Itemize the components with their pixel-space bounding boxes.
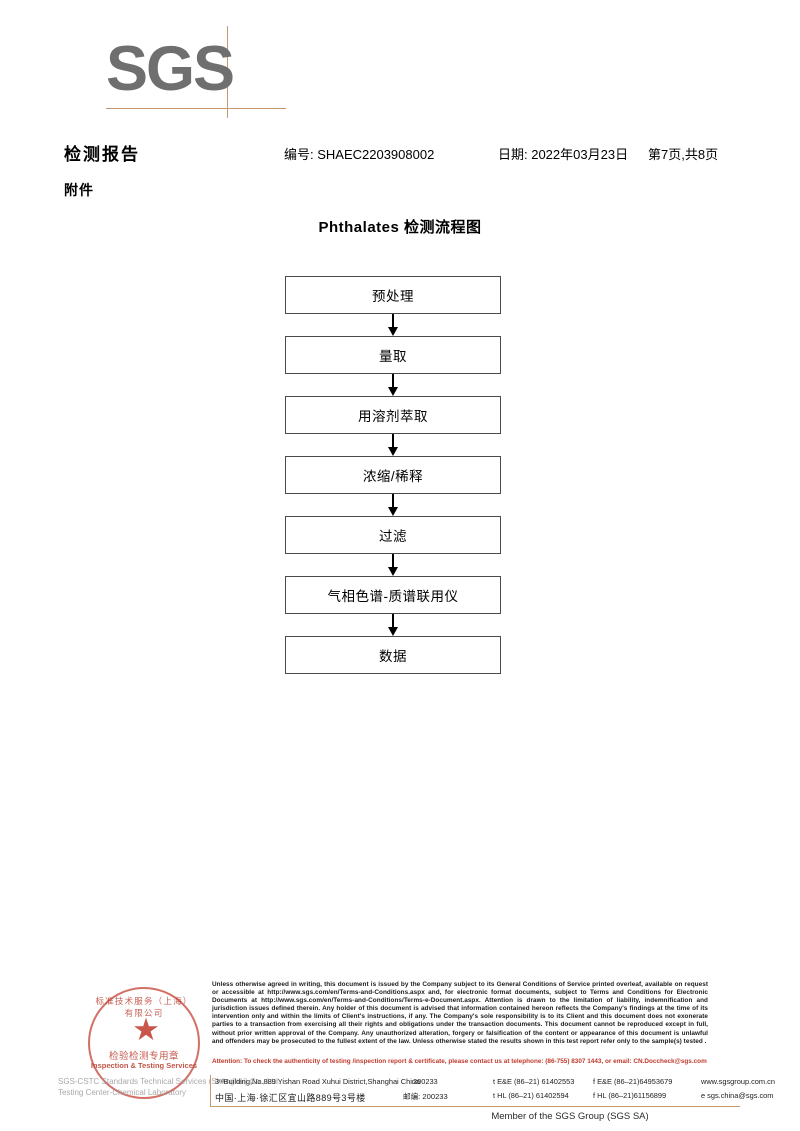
arrow-stem: [392, 494, 394, 510]
flow-arrow-1: [285, 314, 501, 336]
seal-english-text: Inspection & Testing Services: [90, 1061, 198, 1070]
page-indicator: 第7页,共8页: [648, 147, 719, 162]
flow-arrow-5: [285, 554, 501, 576]
flowchart: 预处理 量取 用溶剂萃取 浓缩/稀释 过滤 气相色谱-质谱联用仪: [285, 276, 503, 674]
report-date: 日期: 2022年03月23日: [498, 147, 629, 162]
address-row-chinese: 中国·上海·徐汇区宜山路889号3号楼 邮编: 200233 t HL (86–…: [215, 1090, 773, 1105]
seal-chinese-text: 检验检测专用章: [108, 1051, 179, 1062]
flow-arrow-6: [285, 614, 501, 636]
flow-step-gcms: 气相色谱-质谱联用仪: [285, 576, 501, 614]
sgs-logo: SGS: [106, 26, 286, 126]
legal-disclaimer: Unless otherwise agreed in writing, this…: [212, 981, 708, 1045]
logo-horizontal-rule: [106, 108, 286, 109]
flow-step-pretreatment: 预处理: [285, 276, 501, 314]
seal-arc-text: 标准技术服务（上海）有限公司: [95, 996, 193, 1018]
address-street-cn: 中国·上海·徐汇区宜山路889号3号楼: [215, 1093, 366, 1103]
telephone-hl: t HL (86–21) 61402594: [493, 1091, 569, 1100]
address-divider-vertical: [210, 1075, 211, 1106]
page-title: 检测报告: [64, 145, 140, 164]
attention-notice: Attention: To check the authenticity of …: [212, 1058, 707, 1065]
star-icon: ★: [132, 1012, 160, 1047]
flow-step-concentrate-dilute: 浓缩/稀释: [285, 456, 501, 494]
seal-entity-line-1: SGS-CSTC Standards Technical Services (S…: [58, 1077, 281, 1086]
seal-circle-icon: [88, 987, 200, 1099]
address-row-english: 3ʳᵈBuilding,No.889 Yishan Road Xuhui Dis…: [215, 1076, 775, 1091]
arrow-head-icon: [388, 447, 398, 456]
telephone-ee: t E&E (86–21) 61402553: [493, 1077, 575, 1086]
flow-arrow-4: [285, 494, 501, 516]
flow-arrow-2: [285, 374, 501, 396]
arrow-head-icon: [388, 387, 398, 396]
arrow-stem: [392, 554, 394, 570]
attachment-label: 附件: [64, 182, 94, 198]
arrow-head-icon: [388, 627, 398, 636]
arrow-stem: [392, 434, 394, 450]
arrow-head-icon: [388, 567, 398, 576]
report-header: 检测报告 编号: SHAEC2203908002 日期: 2022年03月23日…: [64, 140, 744, 168]
fax-hl: f HL (86–21)61156899: [593, 1091, 667, 1100]
flow-arrow-3: [285, 434, 501, 456]
arrow-stem: [392, 314, 394, 330]
report-number: 编号: SHAEC2203908002: [284, 147, 435, 162]
website-url: www.sgsgroup.com.cn: [701, 1077, 775, 1086]
address-street-en: 3ʳᵈBuilding,No.889 Yishan Road Xuhui Dis…: [215, 1077, 421, 1086]
address-divider-horizontal: [210, 1106, 740, 1107]
arrow-stem: [392, 374, 394, 390]
official-seal: 标准技术服务（上海）有限公司 ★ 检验检测专用章 Inspection & Te…: [58, 987, 280, 1103]
logo-wordmark: SGS: [106, 34, 235, 104]
arrow-stem: [392, 614, 394, 630]
flow-step-measure: 量取: [285, 336, 501, 374]
flowchart-title: Phthalates 检测流程图: [318, 219, 482, 236]
seal-entity-line-2: Testing Center-Chemical Laboratory: [58, 1088, 187, 1097]
address-zip-cn: 邮编: 200233: [403, 1092, 448, 1101]
logo-vertical-rule: [227, 26, 228, 118]
sgs-group-member-line: Member of the SGS Group (SGS SA): [491, 1111, 649, 1122]
flow-step-solvent-extraction: 用溶剂萃取: [285, 396, 501, 434]
flow-step-data: 数据: [285, 636, 501, 674]
fax-ee: f E&E (86–21)64953679: [593, 1077, 673, 1086]
address-zip-en: 200233: [413, 1077, 438, 1086]
flow-step-filtration: 过滤: [285, 516, 501, 554]
arrow-head-icon: [388, 327, 398, 336]
email-address: e sgs.china@sgs.com: [701, 1091, 774, 1100]
page-footer: 标准技术服务（上海）有限公司 ★ 检验检测专用章 Inspection & Te…: [0, 975, 800, 1131]
arrow-head-icon: [388, 507, 398, 516]
